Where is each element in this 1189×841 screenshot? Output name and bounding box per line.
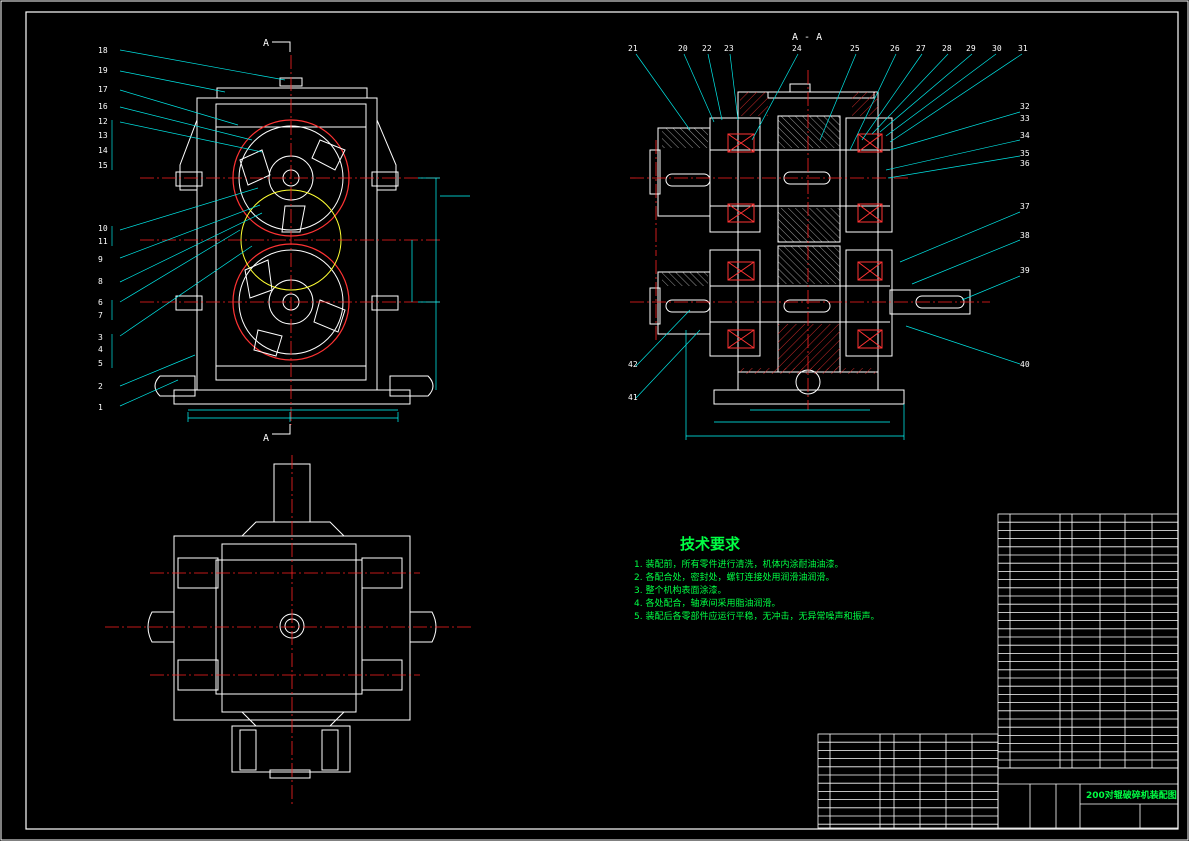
section-title: A - A <box>792 32 822 43</box>
section-part-labels: 21 20 22 23 24 25 26 27 28 29 30 31 32 3… <box>628 44 1030 402</box>
label-33: 33 <box>1020 114 1030 123</box>
label-29: 29 <box>966 44 976 53</box>
top-view-centerlines <box>105 455 472 805</box>
tech-item-5: 5. 装配后各零部件应运行平稳，无冲击，无异常噪声和振声。 <box>634 610 879 622</box>
tech-item-3: 3. 整个机构表面涂漆。 <box>634 584 726 596</box>
label-2: 2 <box>98 382 103 391</box>
label-34: 34 <box>1020 131 1030 140</box>
tech-item-1: 1. 装配前，所有零件进行清洗，机体内涂耐油油漆。 <box>634 558 843 570</box>
section-dimensions <box>685 330 905 440</box>
section-leaders <box>635 53 1023 399</box>
tech-item-4: 4. 各处配合，轴承间采用脂油润滑。 <box>634 597 780 609</box>
label-30: 30 <box>992 44 1002 53</box>
label-26: 26 <box>890 44 900 53</box>
label-39: 39 <box>1020 266 1030 275</box>
label-12: 12 <box>98 117 108 126</box>
label-13: 13 <box>98 131 108 140</box>
label-6: 6 <box>98 298 103 307</box>
label-31: 31 <box>1018 44 1028 53</box>
parts-list-lower <box>817 733 999 829</box>
label-1: 1 <box>98 403 103 412</box>
label-10: 10 <box>98 224 108 233</box>
label-16: 16 <box>98 102 108 111</box>
label-41: 41 <box>628 393 638 402</box>
label-8: 8 <box>98 277 103 286</box>
label-23: 23 <box>724 44 734 53</box>
label-38: 38 <box>1020 231 1030 240</box>
label-25: 25 <box>850 44 860 53</box>
label-9: 9 <box>98 255 103 264</box>
inner-border <box>25 11 1179 830</box>
label-5: 5 <box>98 359 103 368</box>
tech-item-2: 2. 各配合处，密封处，螺钉连接处用润滑油润滑。 <box>634 571 834 583</box>
label-42: 42 <box>628 360 638 369</box>
front-dimensions <box>187 177 470 422</box>
front-leaders <box>111 49 286 407</box>
parts-list-upper <box>997 513 1179 769</box>
label-28: 28 <box>942 44 952 53</box>
front-view: A A <box>154 38 434 444</box>
label-3: 3 <box>98 333 103 342</box>
label-18: 18 <box>98 46 108 55</box>
label-7: 7 <box>98 311 103 320</box>
label-22: 22 <box>702 44 712 53</box>
label-19: 19 <box>98 66 108 75</box>
label-15: 15 <box>98 161 108 170</box>
label-35: 35 <box>1020 149 1030 158</box>
section-bearings <box>727 133 883 349</box>
label-4: 4 <box>98 345 103 354</box>
label-14: 14 <box>98 146 108 155</box>
label-36: 36 <box>1020 159 1030 168</box>
label-24: 24 <box>792 44 802 53</box>
label-27: 27 <box>916 44 926 53</box>
tech-title: 技术要求 <box>680 535 741 553</box>
label-21: 21 <box>628 44 638 53</box>
label-40: 40 <box>1020 360 1030 369</box>
front-part-labels: 1 2 3 4 5 6 7 8 9 10 11 12 13 14 15 16 1… <box>98 46 108 412</box>
section-mark-bottom: A <box>263 433 269 444</box>
section-hatching <box>662 92 878 374</box>
label-37: 37 <box>1020 202 1030 211</box>
front-centerlines <box>140 55 440 425</box>
title-block <box>997 767 1179 829</box>
technical-requirements: 技术要求 1. 装配前，所有零件进行清洗，机体内涂耐油油漆。 2. 各配合处，密… <box>634 535 879 622</box>
label-11: 11 <box>98 237 108 246</box>
section-centerlines <box>630 70 990 410</box>
label-17: 17 <box>98 85 108 94</box>
drawing-title: 200对辊破碎机装配图 <box>1086 789 1177 801</box>
section-mark-top: A <box>263 38 269 49</box>
label-32: 32 <box>1020 102 1030 111</box>
label-20: 20 <box>678 44 688 53</box>
